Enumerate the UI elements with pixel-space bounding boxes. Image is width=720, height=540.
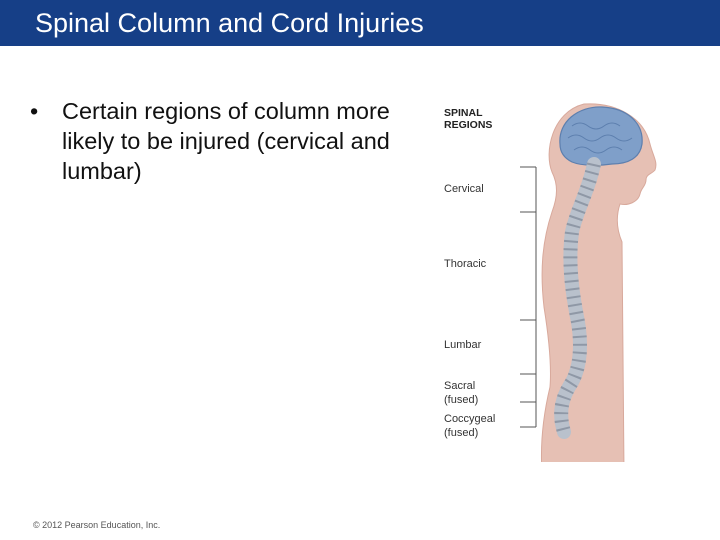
- region-brackets: [520, 167, 536, 427]
- label-sacral-line1: Sacral: [444, 380, 475, 392]
- label-thoracic: Thoracic: [444, 258, 487, 270]
- label-coccygeal-line1: Coccygeal: [444, 413, 495, 425]
- figure-heading-line1: SPINAL: [444, 107, 483, 119]
- title-bar: Spinal Column and Cord Injuries: [0, 0, 720, 46]
- copyright-notice: © 2012 Pearson Education, Inc.: [33, 520, 160, 530]
- label-coccygeal-line2: (fused): [444, 427, 478, 439]
- bullet-item: • Certain regions of column more likely …: [30, 96, 410, 186]
- slide-title: Spinal Column and Cord Injuries: [35, 6, 424, 40]
- label-cervical: Cervical: [444, 183, 484, 195]
- figure-heading-line2: REGIONS: [444, 119, 492, 131]
- spinal-regions-figure: SPINAL REGIONS Cervical Thoracic Lumbar …: [432, 92, 672, 462]
- bullet-text: Certain regions of column more likely to…: [62, 98, 390, 184]
- spinal-regions-illustration: SPINAL REGIONS Cervical Thoracic Lumbar …: [432, 92, 672, 462]
- label-sacral-line2: (fused): [444, 394, 478, 406]
- bullet-list: • Certain regions of column more likely …: [30, 96, 410, 186]
- label-lumbar: Lumbar: [444, 339, 482, 351]
- bullet-icon: •: [30, 96, 38, 126]
